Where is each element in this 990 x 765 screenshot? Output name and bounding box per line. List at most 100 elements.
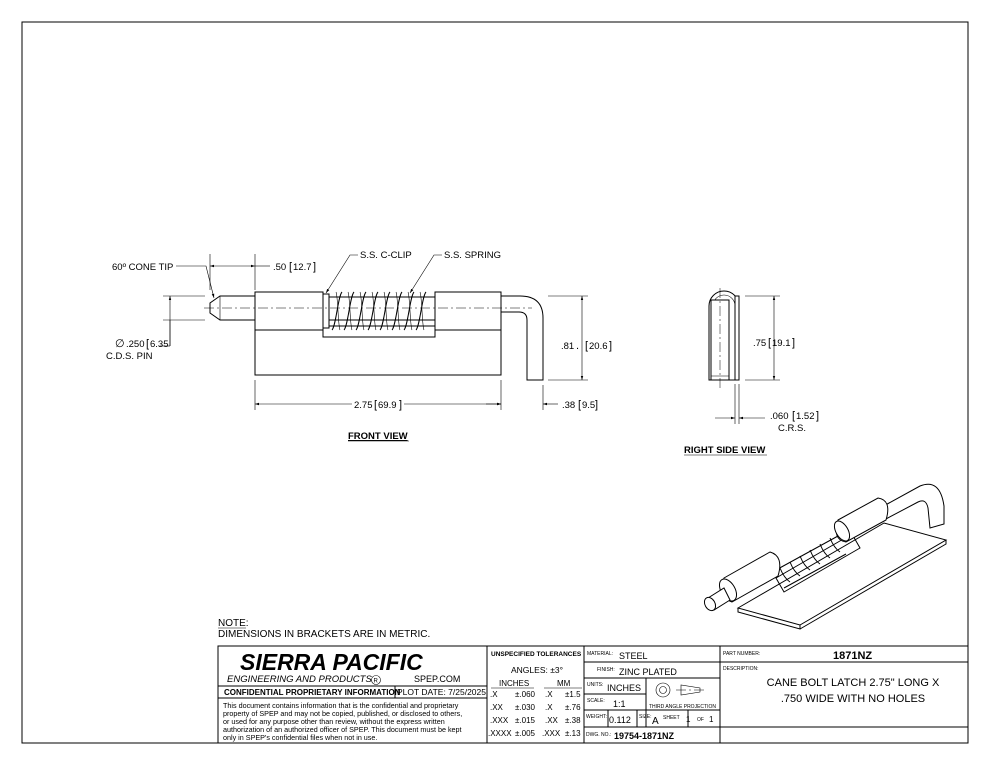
registered-mark: R: [374, 679, 379, 685]
finish-label: FINISH:: [597, 667, 615, 673]
svg-text:.XXXX: .XXXX: [488, 729, 512, 738]
svg-text:.X: .X: [490, 690, 498, 699]
svg-text:[: [: [585, 340, 588, 352]
svg-text:]: ]: [792, 337, 795, 349]
svg-text:.XXX: .XXX: [490, 716, 509, 725]
dwg-no-value: 19754-1871NZ: [614, 731, 675, 741]
svg-text:[: [: [146, 338, 149, 350]
finish-value: ZINC PLATED: [619, 667, 677, 677]
material-value: STEEL: [619, 651, 648, 661]
tip-length-mm-label: 12.7: [293, 262, 312, 273]
company-website: SPEP.COM: [414, 674, 460, 684]
front-left-collar: [254, 291, 324, 331]
tolerance-row: .XXXX ±.005 .XXX ±.13: [488, 729, 581, 738]
height-mm-label: 20.6: [589, 341, 608, 352]
isometric-view: [703, 483, 948, 630]
side-view-title: RIGHT SIDE VIEW: [684, 445, 765, 456]
pin-dia-symbol: ∅: [115, 338, 125, 350]
tolerance-row: .XX ±.030 .X ±.76: [490, 703, 581, 712]
part-number-value: 1871NZ: [833, 650, 872, 662]
size-value: A: [652, 716, 659, 727]
weight-label: WEIGHT:: [586, 714, 607, 720]
plot-date: PLOT DATE: 7/25/2025: [397, 687, 486, 697]
title-block: SIERRA PACIFIC ENGINEERING AND PRODUCTS …: [217, 645, 969, 744]
spring-label: S.S. SPRING: [444, 250, 501, 261]
front-c-clip: [322, 293, 330, 329]
svg-text:[: [: [768, 337, 771, 349]
description-label: DESCRIPTION:: [723, 666, 759, 672]
svg-text:±.13: ±.13: [565, 729, 581, 738]
svg-text:.XX: .XX: [545, 716, 559, 725]
svg-text:±.030: ±.030: [515, 703, 536, 712]
description-line-2: .750 WIDE WITH NO HOLES: [781, 693, 925, 705]
company-subtitle: ENGINEERING AND PRODUCTS: [227, 674, 372, 685]
svg-text:±1.5: ±1.5: [565, 690, 581, 699]
svg-text:[: [: [289, 261, 292, 273]
part-number-label: PART NUMBER:: [723, 651, 760, 657]
sheet-total-value: 1: [709, 715, 714, 724]
front-view: 60º CONE TIP .50 12.7 [ ] S.S. C-CLIP S.…: [106, 250, 612, 442]
svg-text:]: ]: [313, 261, 316, 273]
c-clip-label: S.S. C-CLIP: [360, 250, 412, 261]
tolerances-inches-header: INCHES: [499, 679, 529, 688]
tolerance-row: .XXX ±.015 .XX ±.38: [490, 716, 581, 725]
side-material-label: C.R.S.: [778, 423, 806, 434]
tolerances-title: UNSPECIFIED TOLERANCES: [491, 651, 582, 658]
right-side-view: .75 [ 19.1 ] .060 [ 1.52 ] C.R.S. RIGHT …: [684, 288, 819, 456]
front-view-title: FRONT VIEW: [348, 431, 408, 442]
svg-text:±.76: ±.76: [565, 703, 581, 712]
note-text: DIMENSIONS IN BRACKETS ARE IN METRIC.: [218, 629, 430, 640]
material-label: MATERIAL:: [587, 651, 613, 657]
sheet-label: SHEET: [663, 715, 680, 721]
dwg-no-label: DWG. NO.:: [586, 732, 611, 738]
weight-value: 0.112: [609, 715, 631, 725]
units-label: UNITS:: [587, 682, 603, 688]
svg-text:]: ]: [609, 340, 612, 352]
scale-value: 1:1: [613, 699, 626, 709]
confidential-line-4: authorization of an authorized officer o…: [223, 725, 462, 734]
projection-label: THIRD ANGLE PROJECTION: [649, 704, 716, 710]
svg-text:±.005: ±.005: [515, 729, 536, 738]
svg-text:.XX: .XX: [490, 703, 504, 712]
svg-text:±.38: ±.38: [565, 716, 581, 725]
length-mm-label: 69.9: [378, 400, 397, 411]
front-bent-handle: [500, 295, 544, 381]
svg-text:±.015: ±.015: [515, 716, 536, 725]
svg-text:.X: .X: [545, 690, 553, 699]
pin-dia-label: .250: [126, 339, 145, 350]
tip-length-label: .50: [273, 262, 286, 273]
tolerances-angles: ANGLES: ±3°: [511, 665, 563, 675]
side-thickness-mm-label: 1.52: [796, 411, 815, 422]
confidential-line-5: only in SPEP's confidential files when n…: [223, 733, 377, 742]
front-right-collar: [434, 291, 502, 331]
length-label: 2.75: [354, 400, 373, 411]
projection-symbol-icon: [655, 682, 704, 698]
confidential-line-3: or used for any purpose other than revie…: [223, 717, 445, 726]
sheet-border: [21, 21, 969, 744]
bend-mm-label: 9.5: [582, 400, 595, 411]
tolerances-mm-header: MM: [557, 679, 571, 688]
svg-text:.X: .X: [545, 703, 553, 712]
svg-text:[: [: [374, 399, 377, 411]
of-label: OF: [697, 717, 704, 723]
pin-dia-mm-label: 6.35: [150, 339, 169, 350]
confidential-line-2: property of SPEP and may not be copied, …: [223, 709, 462, 718]
company-name: SIERRA PACIFIC: [240, 649, 423, 675]
svg-text:[: [: [578, 399, 581, 411]
height-label: .81: [561, 341, 574, 352]
svg-text:.XXX: .XXX: [542, 729, 561, 738]
side-width-mm-label: 19.1: [772, 338, 791, 349]
svg-text:]: ]: [399, 399, 402, 411]
tolerance-row: .X ±.060 .X ±1.5: [490, 690, 581, 699]
side-thickness-label: .060: [770, 411, 789, 422]
side-width-label: .75: [753, 338, 766, 349]
confidential-title: CONFIDENTIAL PROPRIETARY INFORMATION: [224, 688, 401, 697]
cone-tip-label: 60º CONE TIP: [112, 262, 173, 273]
svg-text:]: ]: [816, 410, 819, 422]
svg-text:.: .: [576, 340, 579, 352]
scale-label: SCALE:: [587, 698, 605, 704]
bend-label: .38: [562, 400, 575, 411]
pin-material-label: C.D.S. PIN: [106, 351, 153, 362]
front-plate: [254, 319, 502, 376]
